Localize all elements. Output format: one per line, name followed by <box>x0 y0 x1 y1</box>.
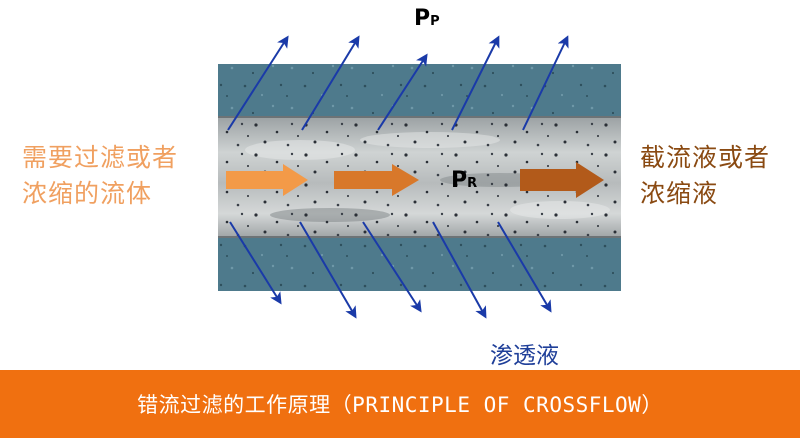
feed-label: 需要过滤或者 浓缩的流体 <box>22 140 212 212</box>
pressure-symbol: P <box>451 168 468 193</box>
retentate-pressure-label: PR <box>451 170 477 195</box>
retentate-label-line1: 截流液或者 <box>640 143 771 172</box>
permeate-pressure-label: PP <box>414 8 440 33</box>
footer-title: 错流过滤的工作原理（PRINCIPLE OF CROSSFLOW） <box>137 393 663 417</box>
flow-arrow-3 <box>520 162 604 198</box>
footer-banner: 错流过滤的工作原理（PRINCIPLE OF CROSSFLOW） <box>0 370 800 438</box>
flow-arrow-1 <box>226 164 308 196</box>
pressure-symbol: P <box>414 6 431 31</box>
pressure-subscript: P <box>430 14 440 29</box>
feed-label-line2: 浓缩的流体 <box>22 179 153 208</box>
retentate-label: 截流液或者 浓缩液 <box>640 140 800 212</box>
permeate-arrows-up <box>227 35 569 131</box>
flow-arrow-2 <box>334 164 419 196</box>
permeate-arrows-down <box>229 221 552 319</box>
permeate-label: 渗透液 <box>490 343 559 369</box>
crossflow-diagram <box>218 35 621 319</box>
retentate-label-line2: 浓缩液 <box>640 179 719 208</box>
feed-label-line1: 需要过滤或者 <box>22 143 179 172</box>
pressure-subscript: R <box>467 176 478 191</box>
